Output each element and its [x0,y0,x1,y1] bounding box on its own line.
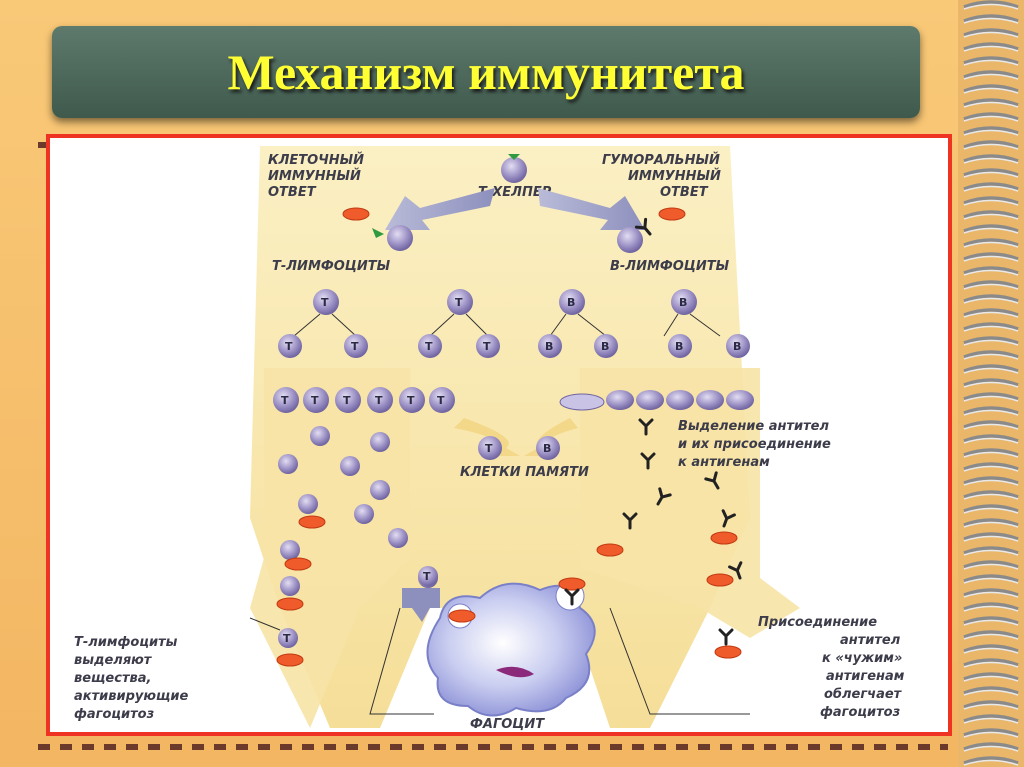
t-action-4: активирующие [74,689,188,704]
phagocyte-label: ФАГОЦИТ [470,717,545,732]
b-cell-row-2: В В В В [538,334,750,358]
t-helper-label: Т-ХЕЛПЕР [478,185,552,200]
t-cell-near-phagocyte [418,566,438,586]
t-lymphocytes-label: Т-ЛИМФОЦИТЫ [272,259,391,274]
svg-text:Т: Т [375,394,383,407]
b-cell-parent-1: В [559,289,585,315]
t-receptor-icon [372,228,384,238]
svg-text:Т: Т [343,394,351,407]
memory-b-letter: В [543,442,551,455]
antibody-attach-4: антигенам [826,669,905,684]
svg-text:Т: Т [281,394,289,407]
pointer-lines-right [609,607,750,715]
t-letter-secreting: Т [283,632,291,645]
t-cell-to-phagocyte-arrow [402,588,440,622]
cellular-label-2: ИММУННЫЙ [268,168,361,184]
memory-cells-label: КЛЕТКИ ПАМЯТИ [460,465,589,480]
diagram-frame: КЛЕТОЧНЫЙ ИММУННЫЙ ОТВЕТ ГУМОРАЛЬНЫЙ ИММ… [46,134,952,736]
antigen-icon [658,207,686,221]
svg-text:Т: Т [285,340,293,353]
memory-t-cell [478,436,502,460]
antibody-attach-2: антител [840,633,901,648]
scattered-t-cells [278,426,438,596]
t-action-2: выделяют [74,653,153,668]
memory-b-cell [536,436,560,460]
svg-text:Т: Т [321,296,329,309]
svg-text:В: В [733,340,741,353]
t-cell-secreting [278,628,298,648]
division-lines [293,313,721,337]
title-banner: Механизм иммунитета [52,26,920,118]
t-letter-near-phagocyte: Т [423,570,431,583]
t-cell-parent-2: Т [447,289,473,315]
svg-text:В: В [545,340,553,353]
engulfed-antigen-left [448,609,476,623]
phagocyte-nucleus [496,666,534,678]
cellular-label-1: КЛЕТОЧНЫЙ [268,152,364,168]
arrow-to-memory-left [454,418,520,456]
cellular-label-3: ОТВЕТ [268,185,317,200]
notebook-spiral [958,0,1024,767]
arrow-to-b-lymphocytes [538,188,645,230]
antibody-attach-1: Присоединение [758,615,877,630]
antigen-bound-icon [714,645,742,659]
immune-mechanism-diagram: КЛЕТОЧНЫЙ ИММУННЫЙ ОТВЕТ ГУМОРАЛЬНЫЙ ИММ… [74,146,905,732]
t-cell-chain: Т Т Т Т Т Т [273,387,455,413]
svg-text:В: В [675,340,683,353]
arrow-to-t-lymphocytes [385,188,495,230]
t-action-1: Т-лимфоциты [74,635,178,650]
antigen-near-t-cell [276,653,304,667]
svg-text:Т: Т [407,394,415,407]
t-lymphocyte-cell [387,225,413,251]
svg-text:Т: Т [425,340,433,353]
svg-text:Т: Т [483,340,491,353]
svg-text:Т: Т [455,296,463,309]
svg-text:В: В [679,296,687,309]
antibody-attach-5: облегчает [824,687,903,702]
antibody-attach-6: фагоцитоз [820,705,900,720]
pointer-lines-left [249,607,434,715]
antigen-icon [342,207,370,221]
antibody-release-3: к антигенам [678,455,770,470]
right-flow-arrow [580,368,800,638]
svg-text:Т: Т [311,394,319,407]
t-cell-parent-1: Т [313,289,339,315]
t-helper-receptor-icon [508,154,520,160]
humoral-label-1: ГУМОРАЛЬНЫЙ [602,152,720,168]
t-helper-cell [501,157,527,183]
slide-title: Механизм иммунитета [227,44,745,100]
svg-text:В: В [601,340,609,353]
t-cell-row-2: Т Т Т Т [278,334,500,358]
engulfed-antigen-right [558,577,586,591]
antibody-release-1: Выделение антител [678,419,830,434]
b-cell-parent-2: В [671,289,697,315]
plasma-cell-chain [559,390,754,411]
t-action-3: вещества, [74,671,151,686]
dash-border-bottom [38,744,948,750]
b-lymphocytes-label: В-ЛИМФОЦИТЫ [610,259,730,274]
t-action-5: фагоцитоз [74,707,154,722]
antibody-attach-3: к «чужим» [822,651,902,666]
humoral-label-2: ИММУННЫЙ [628,168,721,184]
memory-t-letter: Т [485,442,493,455]
antibody-release-2: и их присоединение [678,437,831,452]
svg-text:Т: Т [351,340,359,353]
svg-text:В: В [567,296,575,309]
humoral-label-3: ОТВЕТ [660,185,709,200]
antibody-bound-icon [718,628,734,646]
svg-text:Т: Т [437,394,445,407]
b-lymphocyte-cell [617,227,643,253]
